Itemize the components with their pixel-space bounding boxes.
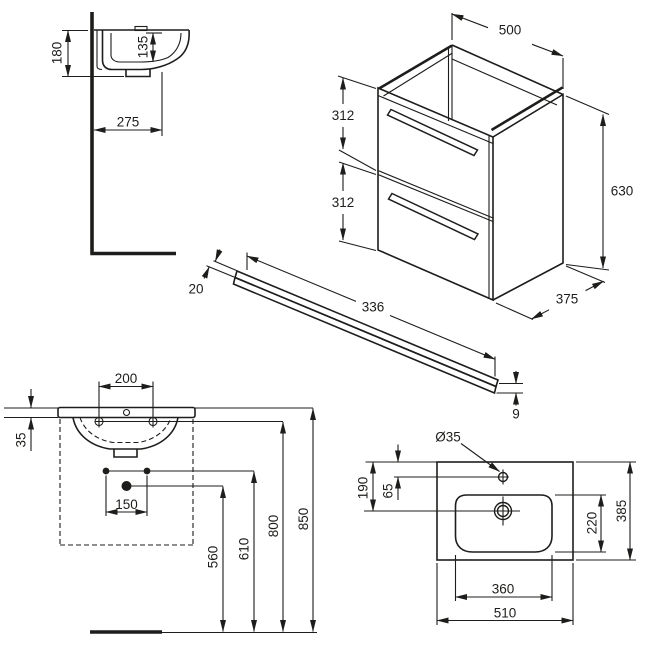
cabinet-back-top-inner xyxy=(451,58,558,106)
dim-rail-width: 20 xyxy=(188,249,237,297)
dim-label-800: 800 xyxy=(266,515,281,538)
dim-waste-from-front: 190 xyxy=(356,461,437,512)
dim-label-9: 9 xyxy=(512,407,520,422)
dim-drawer-bottom-height: 312 xyxy=(332,161,377,252)
cabinet-back-top-edge xyxy=(451,44,564,96)
tap-hole-plan xyxy=(394,469,509,485)
dim-basin-depth: 385 xyxy=(576,461,636,561)
dim-label-610: 610 xyxy=(237,538,252,561)
vanity-unit-perspective-view: 500 312 312 630 375 xyxy=(332,13,634,321)
cabinet-hidden-outline xyxy=(59,419,194,546)
dim-label-200: 200 xyxy=(115,371,138,386)
dim-label-65: 65 xyxy=(381,483,396,498)
dim-label-150: 150 xyxy=(115,497,138,512)
drawer-handle-bottom xyxy=(387,192,480,241)
tap-hole-side xyxy=(134,25,148,32)
basin-side-section-view: 135 180 275 xyxy=(50,12,190,256)
dim-label-500: 500 xyxy=(499,23,522,38)
cabinet-left-top-rail xyxy=(378,44,453,90)
dim-label-220: 220 xyxy=(585,512,600,535)
dim-label-336: 336 xyxy=(362,300,385,315)
cabinet-right-side xyxy=(492,93,564,301)
dim-bowl-depth: 220 xyxy=(555,494,606,553)
dim-label-275: 275 xyxy=(117,115,140,130)
dim-tap-from-front: 65 xyxy=(381,444,401,500)
dim-label-312-bottom: 312 xyxy=(332,195,355,210)
dim-label-o35: Ø35 xyxy=(435,430,461,445)
basin-profile-outer xyxy=(101,29,190,71)
basin-drain-stub xyxy=(125,69,151,78)
cabinet-right-top-rail xyxy=(490,86,564,132)
cabinet-front-top-rail xyxy=(377,94,494,145)
fixing-hole-left xyxy=(94,415,104,428)
dim-label-510: 510 xyxy=(494,606,517,621)
tap-hole-front xyxy=(122,408,131,417)
bowl-outline-plan xyxy=(454,494,553,553)
fixing-hole-right xyxy=(148,415,158,428)
dim-side-depth: 275 xyxy=(93,72,163,136)
drawer-handle-top xyxy=(386,108,479,157)
basin-profile-inner xyxy=(110,32,182,63)
dim-label-630: 630 xyxy=(611,184,634,199)
basin-rim-front xyxy=(57,406,196,419)
basin-profile-back xyxy=(96,30,103,71)
dim-label-35: 35 xyxy=(14,432,29,447)
dim-label-135: 135 xyxy=(136,36,151,59)
dim-supply-height: 610 xyxy=(237,471,257,632)
dim-fixing-height: 800 xyxy=(266,421,286,632)
dim-drawer-top-height: 312 xyxy=(332,75,377,171)
dim-basin-width: 510 xyxy=(436,563,574,625)
dim-label-360: 360 xyxy=(492,582,515,597)
trim-rail-view: 20 336 9 xyxy=(188,249,523,422)
washbasin-plan-view: 190 65 220 385 360 510 xyxy=(356,430,636,625)
rail-top-face xyxy=(234,269,499,388)
bowl-outline-front xyxy=(72,417,179,450)
dim-label-312-top: 312 xyxy=(332,108,355,123)
waste-hole-plan xyxy=(364,496,520,526)
dim-label-385: 385 xyxy=(614,500,629,523)
dim-rail-thickness: 9 xyxy=(496,371,523,422)
bowl-inner-hidden-line xyxy=(79,417,172,444)
dim-label-180: 180 xyxy=(50,42,65,65)
dim-label-375: 375 xyxy=(556,292,579,307)
dim-waste-centres: 150 xyxy=(105,475,148,516)
drawer-divider xyxy=(377,169,494,223)
cabinet-back-left-corner xyxy=(447,45,453,121)
dim-cabinet-height: 630 xyxy=(565,95,634,271)
dim-fixing-centres: 200 xyxy=(98,371,154,416)
dim-waste-height: 560 xyxy=(206,486,226,632)
dim-label-560: 560 xyxy=(206,546,221,569)
dim-label-850: 850 xyxy=(296,508,311,531)
dim-cabinet-depth: 375 xyxy=(495,265,606,321)
wall-and-floor-line xyxy=(90,12,176,256)
dim-side-height: 180 xyxy=(50,29,124,78)
dim-cabinet-width: 500 xyxy=(451,13,564,89)
dim-side-bowl-depth: 135 xyxy=(136,32,162,63)
dim-rail-length: 336 xyxy=(246,252,496,377)
installation-front-view: 200 35 150 560 610 800 850 xyxy=(4,371,317,634)
rail-front-face xyxy=(232,276,497,395)
cabinet-left-top-rail-inner xyxy=(383,52,453,97)
dim-label-20: 20 xyxy=(188,282,203,297)
waste-outlet-front xyxy=(113,449,138,458)
dim-label-190: 190 xyxy=(356,477,371,500)
dim-rim-height: 850 xyxy=(296,408,316,632)
dim-rim-thickness: 35 xyxy=(4,389,58,451)
dim-tap-hole-diameter: Ø35 xyxy=(435,430,500,472)
dim-bowl-width: 360 xyxy=(454,555,553,601)
